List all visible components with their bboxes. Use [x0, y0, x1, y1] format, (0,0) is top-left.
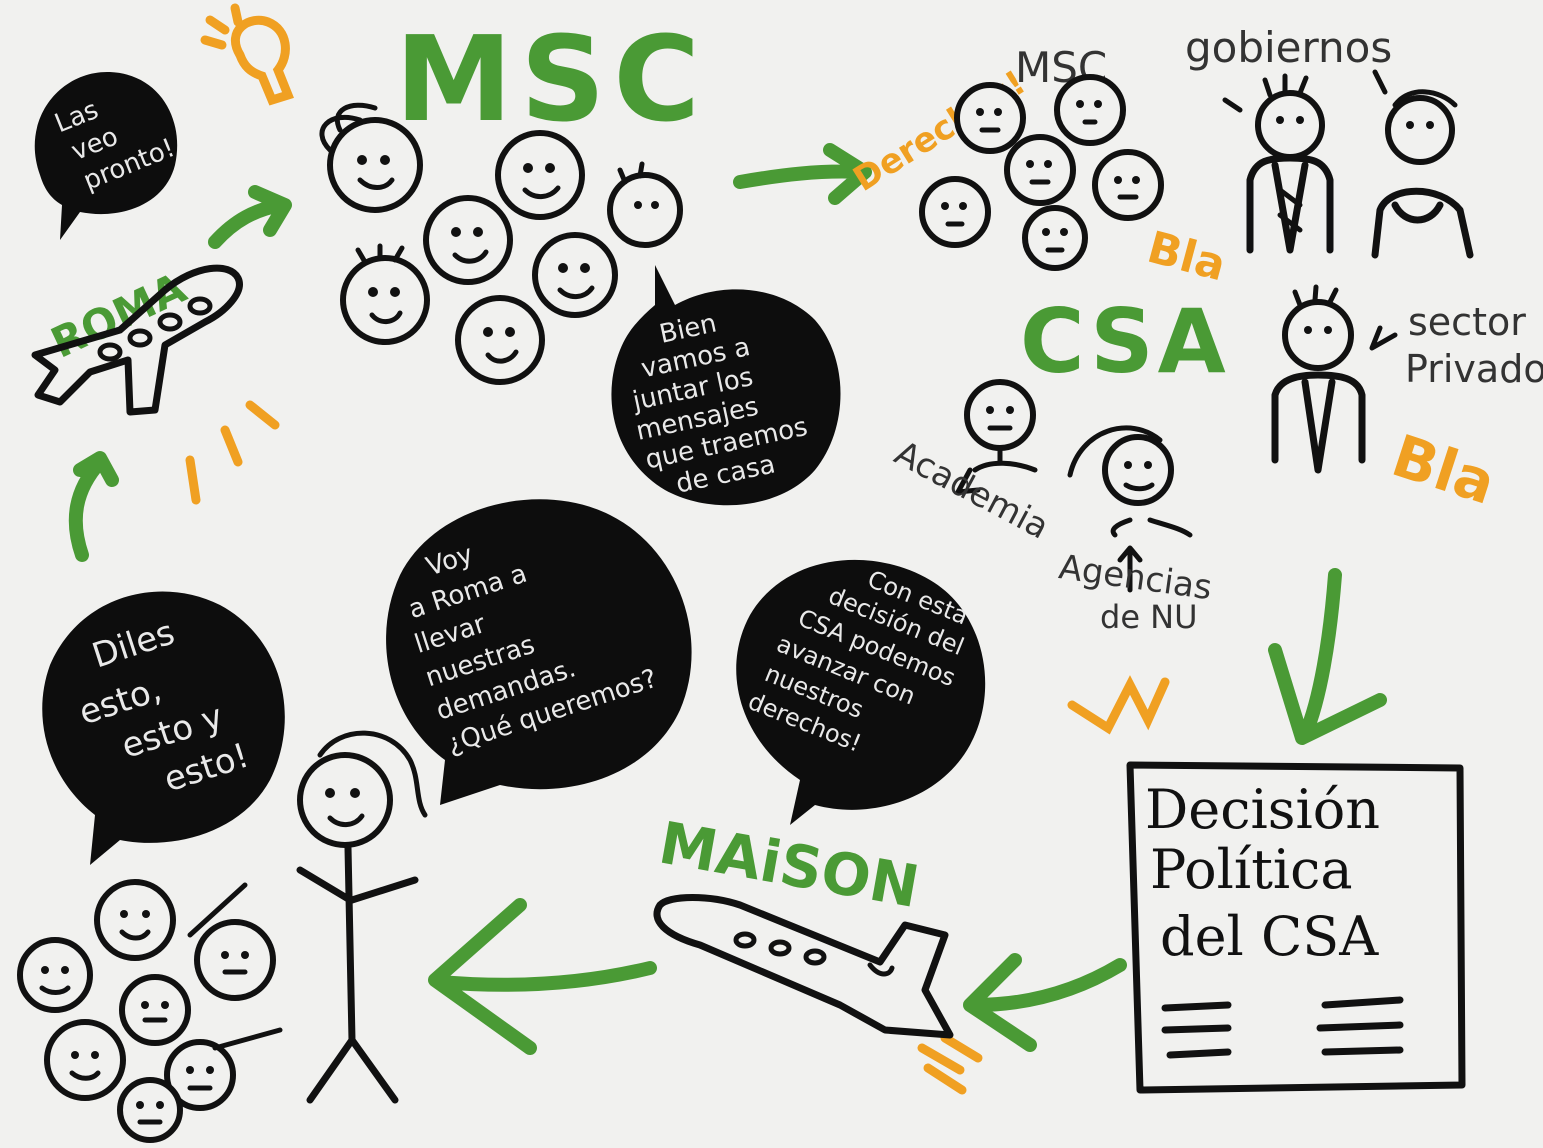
un-agencies-figure — [1067, 425, 1193, 538]
motion-lines — [185, 400, 280, 505]
bubble-las-veo: Las veo pronto! — [34, 71, 179, 240]
sector-label: sector — [1408, 300, 1526, 344]
document-line: Política — [1150, 838, 1353, 901]
document-line: Decisión — [1145, 778, 1380, 841]
government-figures — [1222, 69, 1474, 259]
maison-label: MAiSON — [654, 809, 924, 921]
bottom-crowd — [17, 879, 283, 1143]
arrow-to-msc-icon — [208, 185, 292, 249]
svg-text:Bien vamos a junta: Bien vamos a juntar los mensajes que tra… — [615, 293, 825, 506]
lightbulb-icon — [200, 3, 294, 106]
msc-group-faces — [919, 74, 1164, 271]
arrow-derechos-icon — [733, 143, 872, 205]
decision-document: Decisión Política del CSA — [1126, 761, 1466, 1094]
arrow-to-decision-icon — [1268, 568, 1387, 745]
bla-label-2: Bla — [1384, 421, 1503, 518]
de-nu-label: de NU — [1100, 598, 1198, 636]
arrow-academia-icon — [955, 467, 981, 495]
arrow-left-icon — [428, 898, 657, 1055]
msc-title: MSC — [395, 10, 708, 148]
bubble-voy-a-roma: Voy a Roma a llevar nuestras demandas. ¿… — [386, 499, 692, 805]
bubble-con-esta: Con esta decisión del CSA podemos avanza… — [736, 541, 989, 825]
svg-text:Con esta decisión del: Con esta decisión del CSA podemos avanza… — [744, 541, 989, 784]
arrow-agencies-icon — [1117, 545, 1143, 593]
bubble-bien-vamos: Bien vamos a juntar los mensajes que tra… — [611, 265, 841, 506]
document-line: del CSA — [1160, 905, 1379, 968]
svg-text:Decisión Política: Decisión Política del CSA — [1145, 778, 1397, 968]
airplane-icon — [31, 264, 243, 416]
stick-figure — [296, 730, 428, 1104]
motion-lines — [917, 1033, 983, 1095]
csa-title: CSA — [1020, 290, 1230, 393]
private-sector-figure — [1271, 284, 1366, 474]
academia-label: Academia — [888, 433, 1055, 547]
privado-label: Privado — [1405, 347, 1543, 391]
airplane-icon — [653, 894, 954, 1039]
bla-label-1: Bla — [1142, 222, 1231, 292]
arrow-private-icon — [1369, 325, 1398, 351]
academia-figure — [964, 379, 1038, 473]
gobiernos-label: gobiernos — [1185, 23, 1392, 72]
orange-chevrons-icon — [1067, 675, 1170, 735]
arrow-to-plane-icon — [963, 953, 1127, 1052]
bubble-diles: Diles esto, esto y esto! — [42, 591, 285, 865]
msc-crowd — [319, 102, 683, 385]
arrow-up-icon — [68, 451, 119, 562]
